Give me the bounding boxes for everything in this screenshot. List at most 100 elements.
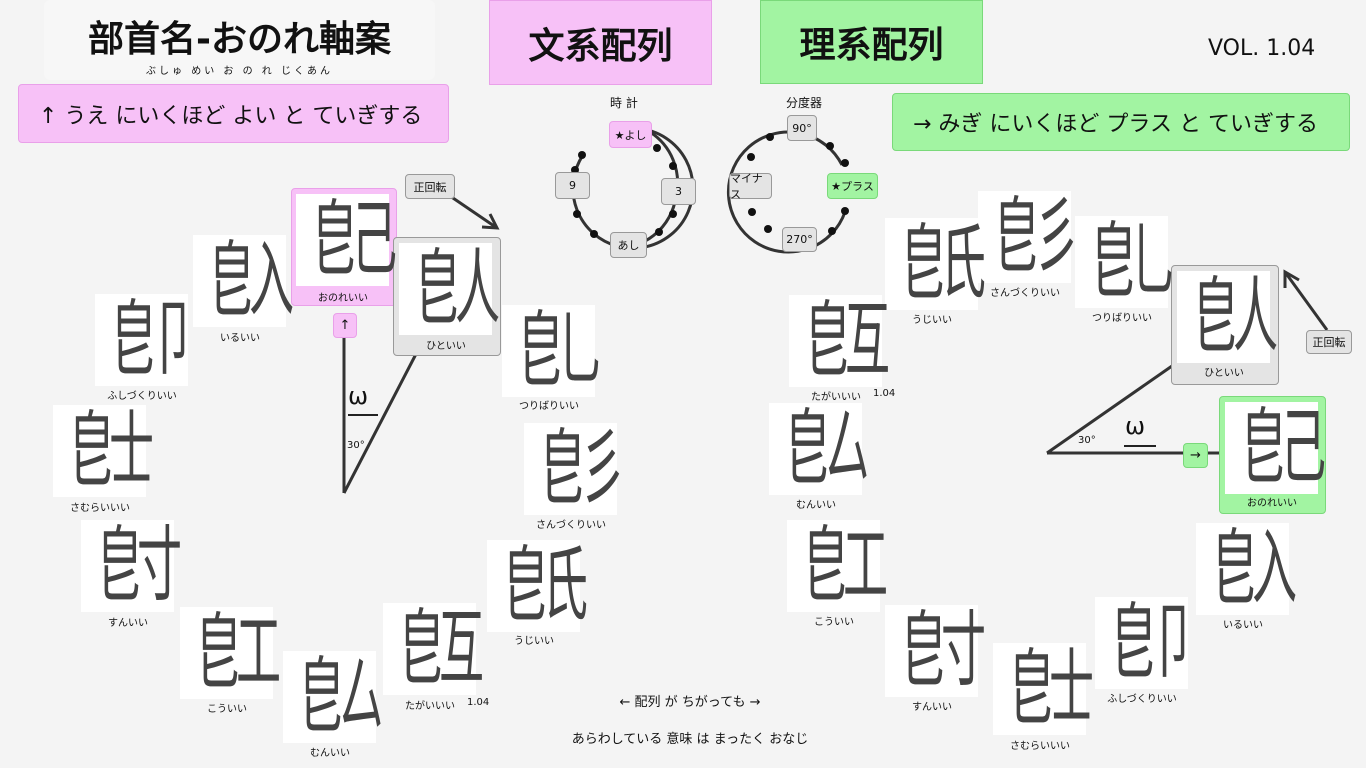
kanji-card-right[interactable]: 皀氏 xyxy=(885,216,986,311)
clock-left-label: 9 xyxy=(555,172,590,199)
kanji-label: こういい xyxy=(814,617,854,628)
kanji-card-left[interactable]: 皀氏 xyxy=(487,538,588,633)
glyph-right-part: 氏 xyxy=(940,216,986,311)
kanji-card-left[interactable]: 皀乚 xyxy=(502,303,603,398)
version-label: VOL. 1.04 xyxy=(1208,36,1316,61)
bunkei-layout-button[interactable]: 文系配列 xyxy=(489,0,712,85)
bottom-note-2: あらわしている 意味 は まったく おなじ xyxy=(571,732,809,747)
kanji-glyph: 皀工 xyxy=(187,605,281,700)
glyph-left-part: 皀 xyxy=(110,292,156,387)
kanji-card-left[interactable]: 皀人 xyxy=(399,241,500,336)
protractor-bottom-label: 270° xyxy=(782,227,817,252)
glyph-left-part: 皀 xyxy=(96,518,142,613)
protractor-right-label: ★プラス xyxy=(827,173,878,199)
glyph-right-part: 互 xyxy=(844,293,890,388)
kanji-card-right[interactable]: 皀士 xyxy=(993,641,1094,736)
kanji-card-left[interactable]: 皀工 xyxy=(180,605,281,700)
glyph-left-part: 皀 xyxy=(1008,641,1054,736)
kanji-glyph: 皀士 xyxy=(60,410,154,492)
kanji-card-right[interactable]: 皀寸 xyxy=(885,605,986,697)
glyph-right-part: 工 xyxy=(842,518,888,613)
kanji-glyph: 皀乚 xyxy=(509,303,603,398)
glyph-right-part: 工 xyxy=(235,605,281,700)
kanji-label: つりばりいい xyxy=(1092,313,1152,324)
kanji-label: むんいい xyxy=(310,748,350,759)
kanji-card-left[interactable]: 皀厶 xyxy=(283,649,384,744)
glyph-left-part: 皀 xyxy=(804,293,850,388)
glyph-left-part: 皀 xyxy=(1110,595,1156,690)
clock-top-label: ★よし xyxy=(609,121,652,148)
glyph-right-part: 彡 xyxy=(579,421,625,516)
kanji-card-left[interactable]: 皀卩 xyxy=(95,292,196,387)
up-arrow-button[interactable]: ↑ xyxy=(333,313,357,338)
glyph-left-part: 皀 xyxy=(993,189,1039,284)
kanji-card-right[interactable]: 皀己 xyxy=(1225,400,1326,495)
kanji-card-left[interactable]: 皀士 xyxy=(53,405,154,497)
glyph-left-part: 皀 xyxy=(311,192,357,287)
kanji-card-right[interactable]: 皀厶 xyxy=(769,401,870,496)
glyph-right-part: 人 xyxy=(454,241,500,336)
kanji-card-right[interactable]: 皀工 xyxy=(787,518,888,613)
kanji-label: すんいい xyxy=(108,618,148,629)
kanji-label: いるいい xyxy=(220,333,260,344)
kanji-card-right[interactable]: 皀彡 xyxy=(978,189,1079,284)
angle-right: 30° xyxy=(1078,435,1096,446)
kanji-card-left[interactable]: 皀入 xyxy=(193,235,294,327)
kanji-label: ひといい xyxy=(426,341,466,352)
kanji-card-left[interactable]: 皀彡 xyxy=(524,421,625,516)
glyph-right-part: 己 xyxy=(1280,400,1326,495)
kanji-card-left[interactable]: 皀互 xyxy=(383,601,484,696)
kanji-label: こういい xyxy=(207,704,247,715)
kanji-card-right[interactable]: 皀入 xyxy=(1196,521,1297,616)
kanji-glyph: 皀互 xyxy=(390,601,484,696)
kanji-label: さむらいいい xyxy=(1010,741,1070,752)
kanji-card-left[interactable]: 皀己 xyxy=(296,192,397,287)
kanji-glyph: 皀入 xyxy=(200,240,294,322)
glyph-left-part: 皀 xyxy=(784,401,830,496)
kanji-glyph: 皀氏 xyxy=(494,538,588,633)
kanji-label: さむらいいい xyxy=(70,503,130,514)
kanji-label: うじいい xyxy=(912,315,952,326)
glyph-right-part: 乚 xyxy=(1130,214,1176,309)
omega-left: ω xyxy=(348,382,369,410)
glyph-left-part: 皀 xyxy=(517,303,563,398)
glyph-right-part: 氏 xyxy=(542,538,588,633)
kanji-label: すんいい xyxy=(912,702,952,713)
kanji-glyph: 皀氏 xyxy=(892,216,986,311)
kanji-label: いるいい xyxy=(1223,620,1263,631)
kanji-label: ひといい xyxy=(1204,368,1244,379)
kanji-label: つりばりいい xyxy=(519,401,579,412)
glyph-left-part: 皀 xyxy=(802,518,848,613)
glyph-left-part: 皀 xyxy=(298,649,344,744)
kanji-label: たがいいい xyxy=(811,392,861,403)
glyph-right-part: 卩 xyxy=(1150,595,1196,690)
glyph-right-part: 寸 xyxy=(136,518,182,613)
glyph-left-part: 皀 xyxy=(1211,521,1257,616)
kanji-card-right[interactable]: 皀卩 xyxy=(1095,595,1196,690)
glyph-left-part: 皀 xyxy=(398,601,444,696)
kanji-card-left[interactable]: 皀寸 xyxy=(81,518,182,613)
glyph-right-part: 士 xyxy=(1048,641,1094,736)
clock-bottom-label: あし xyxy=(610,232,647,258)
glyph-right-part: 乚 xyxy=(557,303,603,398)
kanji-glyph: 皀己 xyxy=(1232,400,1326,495)
kanji-label: さんづくりいい xyxy=(990,288,1060,299)
kanji-card-right[interactable]: 皀互 xyxy=(789,293,890,388)
kanji-card-right[interactable]: 皀人 xyxy=(1177,269,1278,364)
kanji-card-right[interactable]: 皀乚 xyxy=(1075,214,1176,309)
version-tag: 1.04 xyxy=(467,697,490,708)
glyph-right-part: 入 xyxy=(1251,521,1297,616)
version-tag: 1.04 xyxy=(873,388,896,399)
kanji-glyph: 皀士 xyxy=(1000,641,1094,736)
glyph-left-part: 皀 xyxy=(1240,400,1286,495)
kanji-label: おのれいい xyxy=(318,293,368,304)
glyph-left-part: 皀 xyxy=(1192,269,1238,364)
kanji-label: うじいい xyxy=(514,636,554,647)
kanji-glyph: 皀入 xyxy=(1203,521,1297,616)
glyph-left-part: 皀 xyxy=(195,605,241,700)
rikei-layout-button[interactable]: 理系配列 xyxy=(760,0,983,84)
title-ruby: ぶしゅ めい お の れ じくあん xyxy=(146,66,333,77)
right-arrow-button[interactable]: → xyxy=(1183,443,1208,468)
glyph-left-part: 皀 xyxy=(414,241,460,336)
kanji-glyph: 皀己 xyxy=(303,192,397,287)
